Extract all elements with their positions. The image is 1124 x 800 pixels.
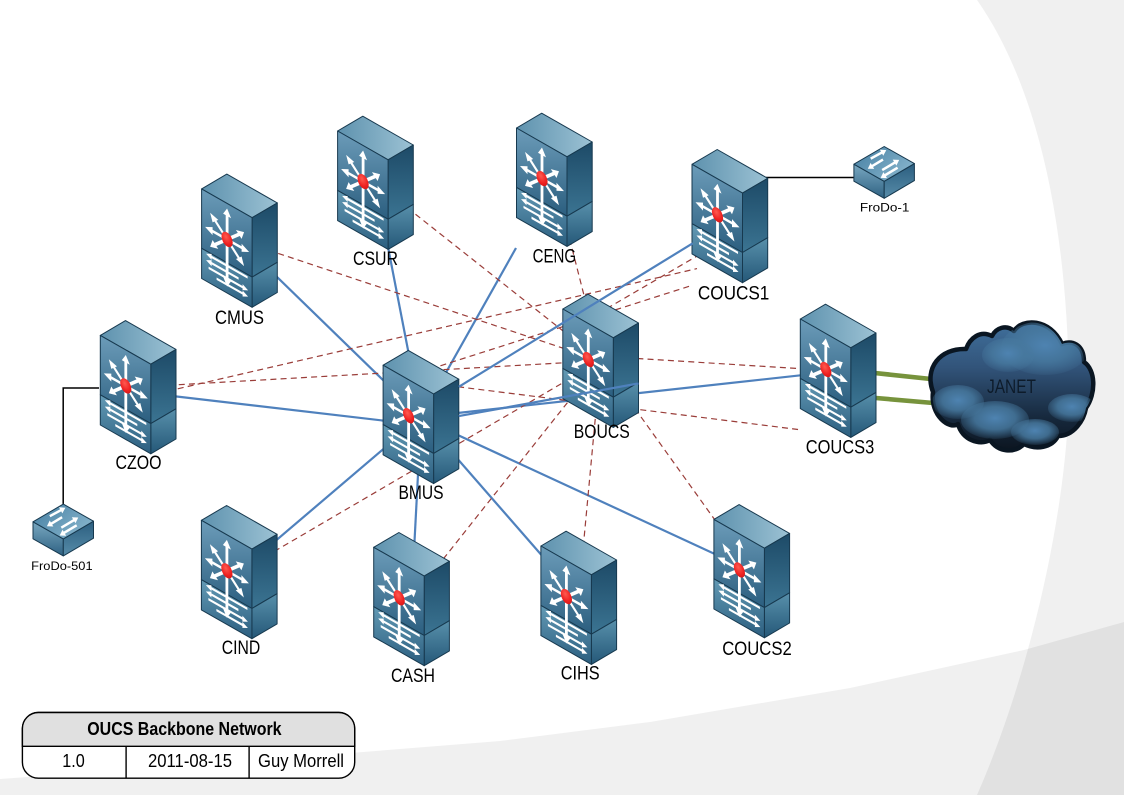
- svg-text:COUCS2: COUCS2: [722, 638, 792, 660]
- svg-text:CSUR: CSUR: [353, 248, 398, 270]
- svg-text:OUCS Backbone Network: OUCS Backbone Network: [87, 719, 282, 739]
- svg-text:CIND: CIND: [222, 637, 261, 659]
- svg-text:FroDo-501: FroDo-501: [31, 559, 93, 573]
- svg-text:2011-08-15: 2011-08-15: [148, 751, 232, 771]
- svg-text:FroDo-1: FroDo-1: [860, 201, 910, 215]
- svg-text:CZOO: CZOO: [116, 452, 162, 474]
- svg-text:CENG: CENG: [533, 246, 577, 268]
- svg-text:CIHS: CIHS: [561, 662, 600, 684]
- svg-text:COUCS1: COUCS1: [698, 283, 770, 305]
- svg-text:CASH: CASH: [391, 665, 435, 687]
- svg-text:CMUS: CMUS: [215, 307, 264, 329]
- svg-text:BOUCS: BOUCS: [574, 421, 630, 443]
- svg-text:BMUS: BMUS: [399, 482, 444, 504]
- svg-text:JANET: JANET: [987, 377, 1036, 398]
- svg-text:1.0: 1.0: [62, 751, 85, 771]
- svg-text:COUCS3: COUCS3: [806, 437, 875, 459]
- svg-text:Guy Morrell: Guy Morrell: [258, 751, 344, 771]
